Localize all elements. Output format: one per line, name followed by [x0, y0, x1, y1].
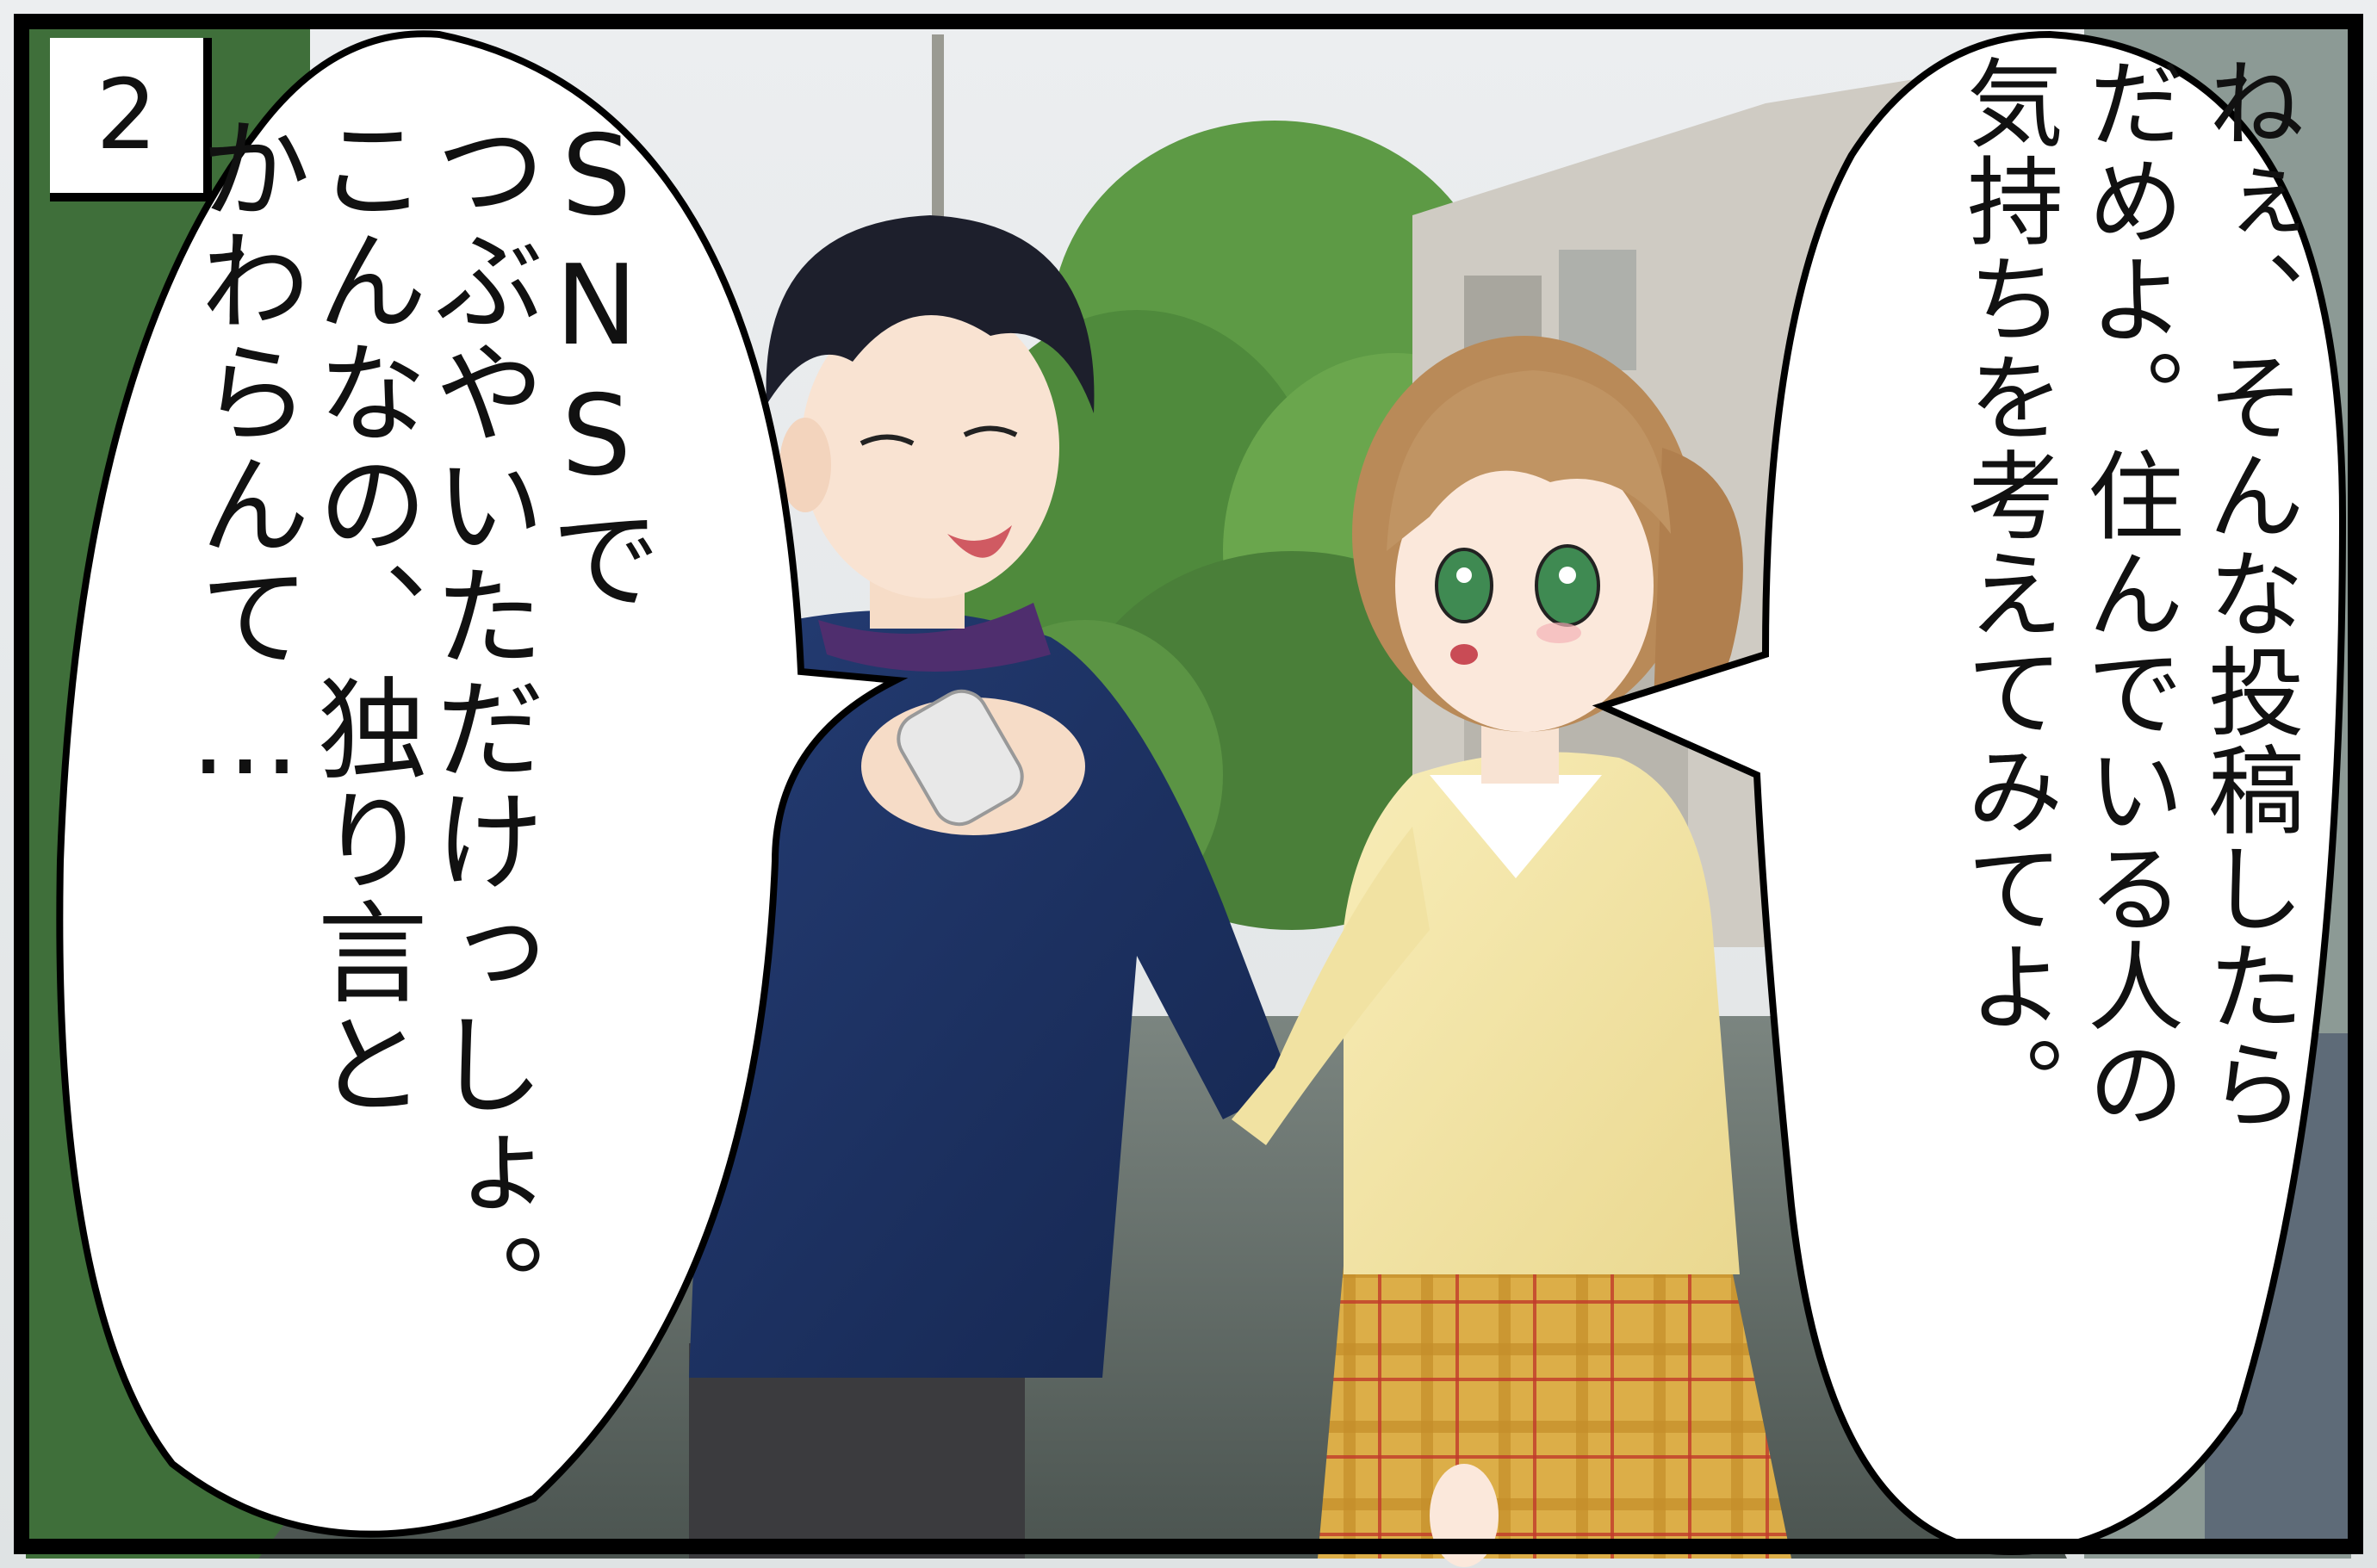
right-speech-bubble-shape [1592, 30, 2347, 1555]
panel-border [14, 14, 2363, 1554]
left-speech-line: つぶやいただけっしょ。 [415, 112, 543, 1343]
panel-number: 2 [50, 38, 212, 201]
right-speech-line: 気持ちを考えてみてよ。 [1951, 53, 2063, 1133]
right-speech-line: だめよ。住んでいる人の [2071, 53, 2183, 1133]
left-speech-bubble-shape [56, 30, 909, 1538]
right-speech-bubble-text: ねぇ、そんな投稿したら だめよ。住んでいる人の 気持ちを考えてみてよ。 [1826, 53, 2308, 1534]
left-speech-line: かわらんて… [181, 112, 309, 802]
left-speech-bubble-text: SNSで つぶやいただけっしょ。 こんなの、独り言と かわらんて… [172, 112, 661, 1524]
left-speech-line: こんなの、独り言と [298, 112, 426, 1119]
right-speech-line: ねぇ、そんな投稿したら [2192, 53, 2304, 1133]
left-speech-line: SNSで [532, 112, 661, 614]
boy-character [689, 215, 1292, 1559]
